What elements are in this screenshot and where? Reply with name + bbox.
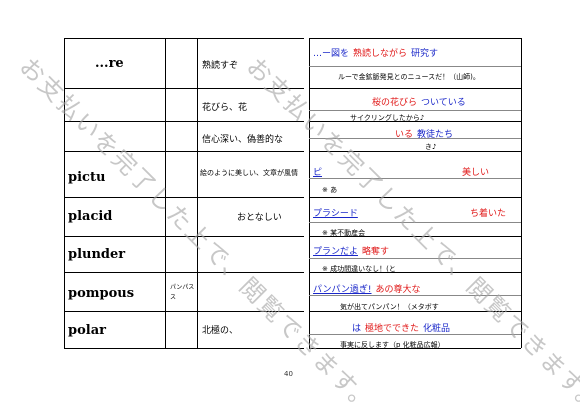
example-red: 略奪す xyxy=(362,247,390,257)
rule xyxy=(309,88,521,89)
example-blue: …ー図を xyxy=(313,49,350,59)
rule xyxy=(309,236,521,237)
example-blue-2: 教徒たち xyxy=(417,130,454,140)
rule xyxy=(309,258,521,259)
entry-meaning: 信心深い、偽善的な xyxy=(202,135,284,145)
example-red: 美しい xyxy=(462,168,490,178)
rule xyxy=(521,38,522,348)
entry-example-red: 美しい xyxy=(462,165,493,178)
entry-kana: パンパス xyxy=(170,284,195,291)
rule xyxy=(309,334,521,335)
rule xyxy=(309,178,521,179)
example-red: あの尊大な xyxy=(375,285,421,295)
entry-meaning: おとなしい xyxy=(237,213,282,223)
rule xyxy=(64,151,304,152)
entry-example: パンパン過ぎ!あの尊大な xyxy=(313,282,425,295)
rule xyxy=(165,38,166,348)
rule xyxy=(64,236,304,237)
page-number: 40 xyxy=(284,370,293,378)
example-blue: パンパン過ぎ! xyxy=(313,285,372,295)
entry-meaning: 花びら、花 xyxy=(202,103,248,113)
rule xyxy=(64,197,304,198)
entry-note: ※ 成功間違いなし！(と xyxy=(322,265,396,273)
rule xyxy=(309,295,521,296)
entry-meaning: 熟読すぞ xyxy=(202,61,239,71)
example-blue: プラシード xyxy=(313,209,358,219)
entry-note: き♪ xyxy=(425,143,437,151)
rule xyxy=(64,272,304,273)
rule xyxy=(64,311,304,312)
rule xyxy=(309,311,521,312)
entry-word: pictu xyxy=(68,170,106,185)
entry-word: pompous xyxy=(68,286,135,301)
entry-note: ※ 某不動産会 xyxy=(322,229,366,237)
example-prefix: ピ xyxy=(313,168,323,178)
rule xyxy=(309,121,521,122)
example-red: 桜の花びら xyxy=(372,98,418,108)
rule xyxy=(64,88,304,89)
entry-note: ※ あ xyxy=(322,186,338,194)
example-blue-2: 研究す xyxy=(411,49,439,59)
example-red: ち着いた xyxy=(470,209,507,219)
entry-word: placid xyxy=(68,209,113,224)
rule xyxy=(309,38,310,348)
entry-word: plunder xyxy=(68,247,126,262)
entry-word: polar xyxy=(68,323,106,338)
entry-note: ルーで金鉱脈発見とのニュースだ！（山師)。 xyxy=(338,73,480,81)
entry-word: ...re xyxy=(95,56,124,71)
entry-note: 事実に反します（p 化粧品広報） xyxy=(340,341,445,349)
entry-kana-rest: ス xyxy=(170,294,177,301)
document-page: ...re 熟読すぞ …ー図を熟読しながら研究す ルーで金鉱脈発見とのニュースだ… xyxy=(14,38,580,419)
example-red: 熟読しながら xyxy=(353,49,408,59)
rule xyxy=(309,151,521,152)
rule xyxy=(197,38,198,348)
entry-example: いる教徒たち xyxy=(395,127,457,140)
example-blue-2: 化粧品 xyxy=(423,324,451,334)
entry-example: プラシード xyxy=(313,206,362,219)
example-blue: は xyxy=(352,324,362,334)
example-red: いる xyxy=(395,130,414,140)
rule xyxy=(309,272,521,273)
rule xyxy=(309,110,521,111)
entry-meaning: 北極の、 xyxy=(202,326,239,336)
rule xyxy=(309,222,521,223)
example-red: 極地でできた xyxy=(365,324,420,334)
entry-example: …ー図を熟読しながら研究す xyxy=(313,46,442,59)
entry-meaning: 絵のように美しい、文章が風情 xyxy=(200,169,298,177)
rule xyxy=(64,38,65,348)
rule xyxy=(64,348,304,349)
example-blue-2: ついている xyxy=(421,98,466,108)
rule xyxy=(309,66,521,67)
entry-example: ピ xyxy=(313,165,326,178)
rule xyxy=(64,38,304,39)
entry-example-red: ち着いた xyxy=(470,206,510,219)
rule xyxy=(309,138,521,139)
rule xyxy=(309,348,521,349)
entry-example: 桜の花びらついている xyxy=(372,95,470,108)
rule xyxy=(309,38,521,39)
entry-example: プランだよ略奪す xyxy=(313,244,393,257)
rule xyxy=(309,197,521,198)
entry-example: は極地でできた化粧品 xyxy=(352,321,454,334)
entry-note: サイクリングしたから♪ xyxy=(350,114,425,122)
rule xyxy=(64,121,304,122)
example-blue: プランだよ xyxy=(313,247,359,257)
entry-note: 気が出てパンパン！（メタボす xyxy=(340,303,439,311)
